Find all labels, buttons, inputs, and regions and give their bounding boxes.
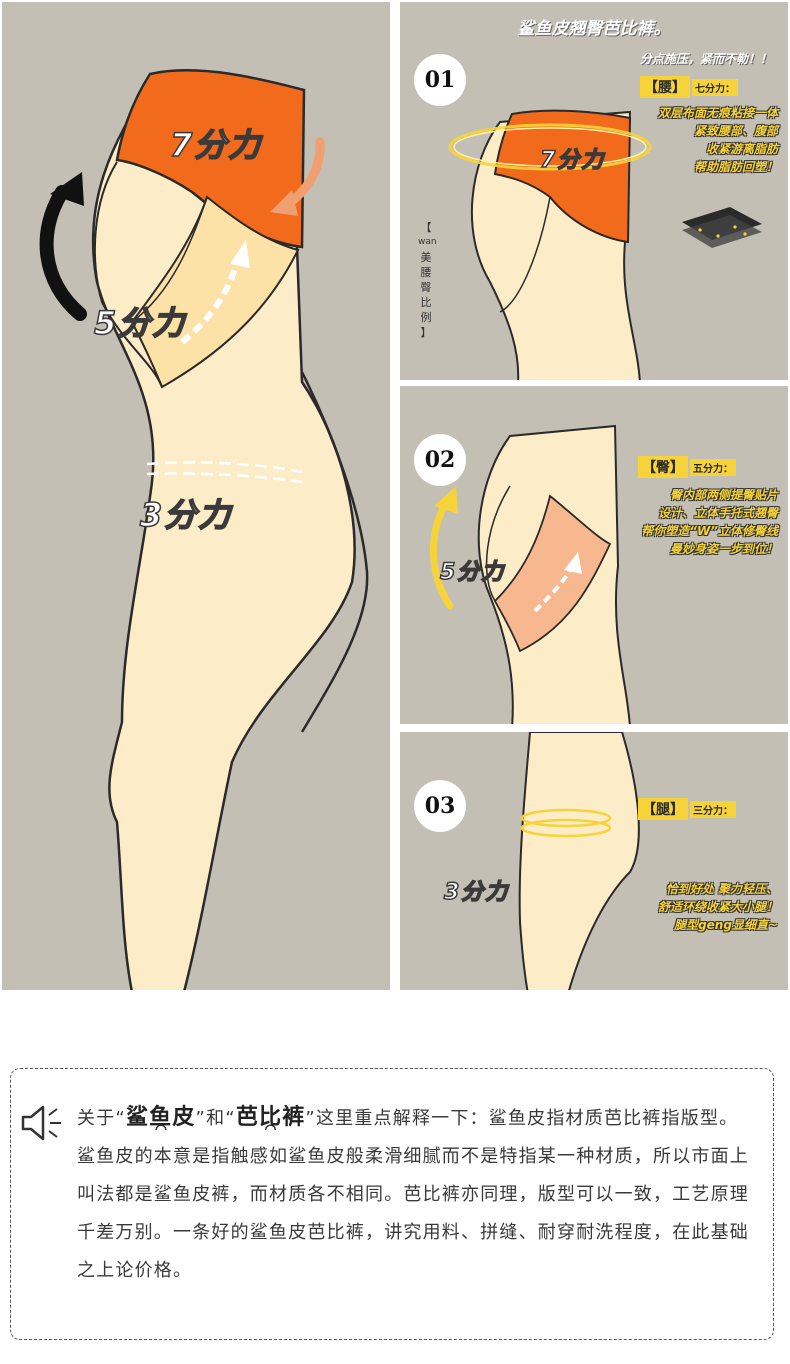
desc-line: 收紧游离脂肪 bbox=[705, 142, 778, 156]
force-label-leg: 3分力 bbox=[139, 495, 233, 535]
v-char: 腰 bbox=[420, 266, 432, 279]
force-label-waist: 7分力 bbox=[169, 125, 263, 165]
note-paragraph: 关于“鲨鱼皮”和“芭比裤”这里重点解释一下：鲨鱼皮指材质芭比裤指版型。鲨鱼皮的本… bbox=[77, 1099, 757, 1290]
force-label-hip: 5分力 bbox=[93, 303, 187, 343]
force-label-hip-panel: 5分力 bbox=[439, 559, 506, 586]
tag-leg: 【腿】 三分力： bbox=[638, 798, 736, 820]
desc-line: 帮你塑造“W”立体修臀线 bbox=[641, 524, 778, 538]
note-text-segment: ”这里重点解释一下：鲨鱼皮指材质芭比裤指版型。鲨鱼皮的本意是指触感如鲨鱼皮般柔滑… bbox=[77, 1108, 749, 1281]
desc-line: 曼妙身姿一步到位！ bbox=[669, 542, 778, 556]
desc-line: 设计、立体手托式翘臀 bbox=[657, 506, 778, 520]
legging-illustration bbox=[39, 69, 369, 990]
product-title: 鲨鱼皮翘臀芭比裤。 bbox=[517, 19, 671, 39]
force-label-leg-panel: 3分力 bbox=[443, 879, 510, 906]
desc-line: 双层布面无痕粘接一体 bbox=[657, 106, 778, 120]
v-char: wan bbox=[418, 237, 437, 247]
desc-line: 腿型geng显细直~ bbox=[674, 918, 778, 932]
keyword-barbie-pants: 芭比裤 bbox=[235, 1105, 306, 1133]
tag-hip: 【臀】 五分力： bbox=[638, 456, 736, 478]
step-badge-01: 01 bbox=[414, 54, 466, 106]
hip-illustration bbox=[430, 424, 631, 724]
panel-waist: 鲨鱼皮翘臀芭比裤。 分点施压，紧而不勒！！ 01 【腰】 七分力： 双层布面无痕… bbox=[398, 0, 790, 382]
v-char: 【 bbox=[420, 221, 432, 234]
leg-illustration bbox=[518, 732, 640, 990]
tag-force: 三分力： bbox=[690, 800, 736, 818]
desc-line: 帮助脂肪回塑！ bbox=[693, 160, 778, 174]
note-text-segment: ”和“ bbox=[195, 1108, 236, 1129]
v-char: 臀 bbox=[420, 281, 432, 294]
step-badge-03: 03 bbox=[414, 780, 466, 832]
step-badge-02: 02 bbox=[414, 434, 466, 486]
v-char: 例 bbox=[420, 311, 432, 324]
v-char: 美 bbox=[420, 251, 432, 264]
tag-part: 【腰】 bbox=[640, 76, 690, 98]
hip-description: 臀内部两侧提臀贴片 设计、立体手托式翘臀 帮你塑造“W”立体修臀线 曼妙身姿一步… bbox=[641, 486, 778, 558]
waist-description: 双层布面无痕粘接一体 紧致腰部、腹部 收紧游离脂肪 帮助脂肪回塑！ bbox=[658, 104, 778, 176]
product-subtitle: 分点施压，紧而不勒！！ bbox=[639, 52, 772, 66]
keyword-shark-skin: 鲨鱼皮 bbox=[125, 1105, 196, 1133]
tag-force: 七分力： bbox=[692, 78, 738, 96]
desc-line: 舒适环绕收紧大小腿！ bbox=[657, 900, 778, 914]
tag-part: 【臀】 bbox=[638, 456, 688, 478]
panel-hip: 02 【臀】 五分力： 臀内部两侧提臀贴片 设计、立体手托式翘臀 帮你塑造“W”… bbox=[398, 384, 790, 726]
tag-waist: 【腰】 七分力： bbox=[640, 76, 738, 98]
main-illustration-panel: 7分力 5分力 3分力 bbox=[0, 0, 392, 992]
desc-line: 恰到好处 聚力轻压、 bbox=[665, 882, 778, 896]
vertical-ratio-label: 【 wan 美 腰 臀 比 例 】 bbox=[418, 220, 437, 340]
waist-illustration bbox=[448, 109, 762, 380]
v-char: 比 bbox=[420, 296, 432, 309]
panel-leg: 03 【腿】 三分力： 恰到好处 聚力轻压、 舒适环绕收紧大小腿！ 腿型geng… bbox=[398, 730, 790, 992]
force-label-waist-panel: 7分力 bbox=[539, 147, 606, 174]
speaker-icon bbox=[21, 1105, 61, 1141]
desc-line: 紧致腰部、腹部 bbox=[693, 124, 778, 138]
tag-force: 五分力： bbox=[690, 458, 736, 476]
tag-part: 【腿】 bbox=[638, 798, 688, 820]
leg-description: 恰到好处 聚力轻压、 舒适环绕收紧大小腿！ 腿型geng显细直~ bbox=[658, 880, 778, 934]
note-text-segment: 关于“ bbox=[77, 1108, 126, 1129]
v-char: 】 bbox=[420, 326, 432, 339]
explanation-note: 关于“鲨鱼皮”和“芭比裤”这里重点解释一下：鲨鱼皮指材质芭比裤指版型。鲨鱼皮的本… bbox=[10, 1068, 774, 1340]
desc-line: 臀内部两侧提臀贴片 bbox=[669, 488, 778, 502]
